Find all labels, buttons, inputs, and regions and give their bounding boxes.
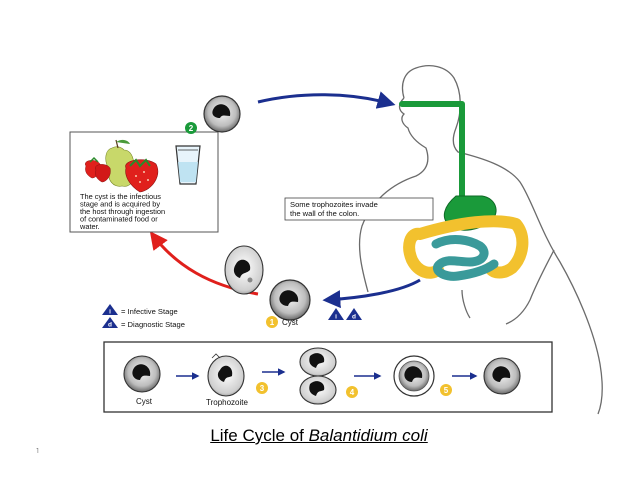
legend-infective-symbol: i (109, 309, 111, 316)
step-badge-3 (256, 382, 268, 394)
infective-marker: i (328, 308, 344, 321)
step-badge-4 (346, 386, 358, 398)
trophozoite-free (224, 245, 264, 295)
colon-note: Some trophozoites invade the wall of the… (284, 197, 434, 221)
diagnostic-marker: d (346, 308, 362, 321)
colon-note-line-2: the wall of the colon. (290, 209, 359, 218)
cyst-step-2 (203, 95, 241, 133)
infective-marker-letter: i (335, 314, 337, 321)
legend-diagnostic-label: = Diagnostic Stage (121, 320, 185, 329)
colon-note-line-1: Some trophozoites invade (290, 200, 378, 209)
step-badge-5 (440, 384, 452, 396)
food-water-box: The cyst is the infectious stage and is … (69, 131, 219, 233)
human-silhouette (358, 65, 603, 415)
arrow-ingestion (257, 91, 396, 109)
stage-trophozoite (207, 353, 245, 397)
arrow-excretion (322, 278, 421, 309)
food-box-line-5: water. (79, 222, 100, 231)
food-box-line-2: stage and is acquired by (80, 200, 160, 209)
food-box-line-1: The cyst is the infectious (80, 192, 161, 201)
stage-encysting (393, 355, 435, 397)
caption-organism: Balantidium coli (308, 426, 428, 445)
step-number-2: 2 (189, 124, 194, 133)
small-intestine (431, 235, 499, 281)
water-glass-icon (175, 145, 201, 185)
stages-panel: Cyst Trophozoite 3 4 5 (103, 341, 553, 413)
food-box-line-3: the host through ingestion (80, 207, 165, 216)
berries-icon (85, 156, 111, 183)
legend: i = Infective Stage d = Diagnostic Stage (102, 304, 185, 329)
step-number-4: 4 (350, 388, 355, 397)
stage-binary-fission (299, 347, 337, 405)
strawberry-icon (125, 158, 159, 193)
colon (403, 215, 529, 279)
step-number-5: 5 (444, 386, 449, 395)
step-badge-2 (185, 122, 197, 134)
step-number-3: 3 (260, 384, 265, 393)
legend-diagnostic-symbol: d (108, 322, 112, 329)
diagnostic-marker-letter: d (352, 314, 356, 321)
step-number-1: 1 (270, 318, 275, 327)
stage-cyst-label: Cyst (136, 397, 153, 406)
stage-trophozoite-label: Trophozoite (206, 398, 249, 407)
stage-mature-cyst (483, 357, 521, 395)
slide-tick-mark: ˥ (36, 448, 39, 455)
cyst-step-1 (269, 279, 311, 321)
step-badge-1 (266, 316, 278, 328)
caption-prefix: Life Cycle of (210, 426, 309, 445)
legend-infective-label: = Infective Stage (121, 307, 178, 316)
stage-cyst (123, 355, 161, 393)
food-box-line-4: of contaminated food or (80, 215, 158, 224)
esophagus (399, 101, 465, 199)
digestive-tract (399, 101, 529, 281)
cyst-label: Cyst (282, 318, 299, 327)
figure-caption: Life Cycle of Balantidium coli (0, 426, 638, 446)
